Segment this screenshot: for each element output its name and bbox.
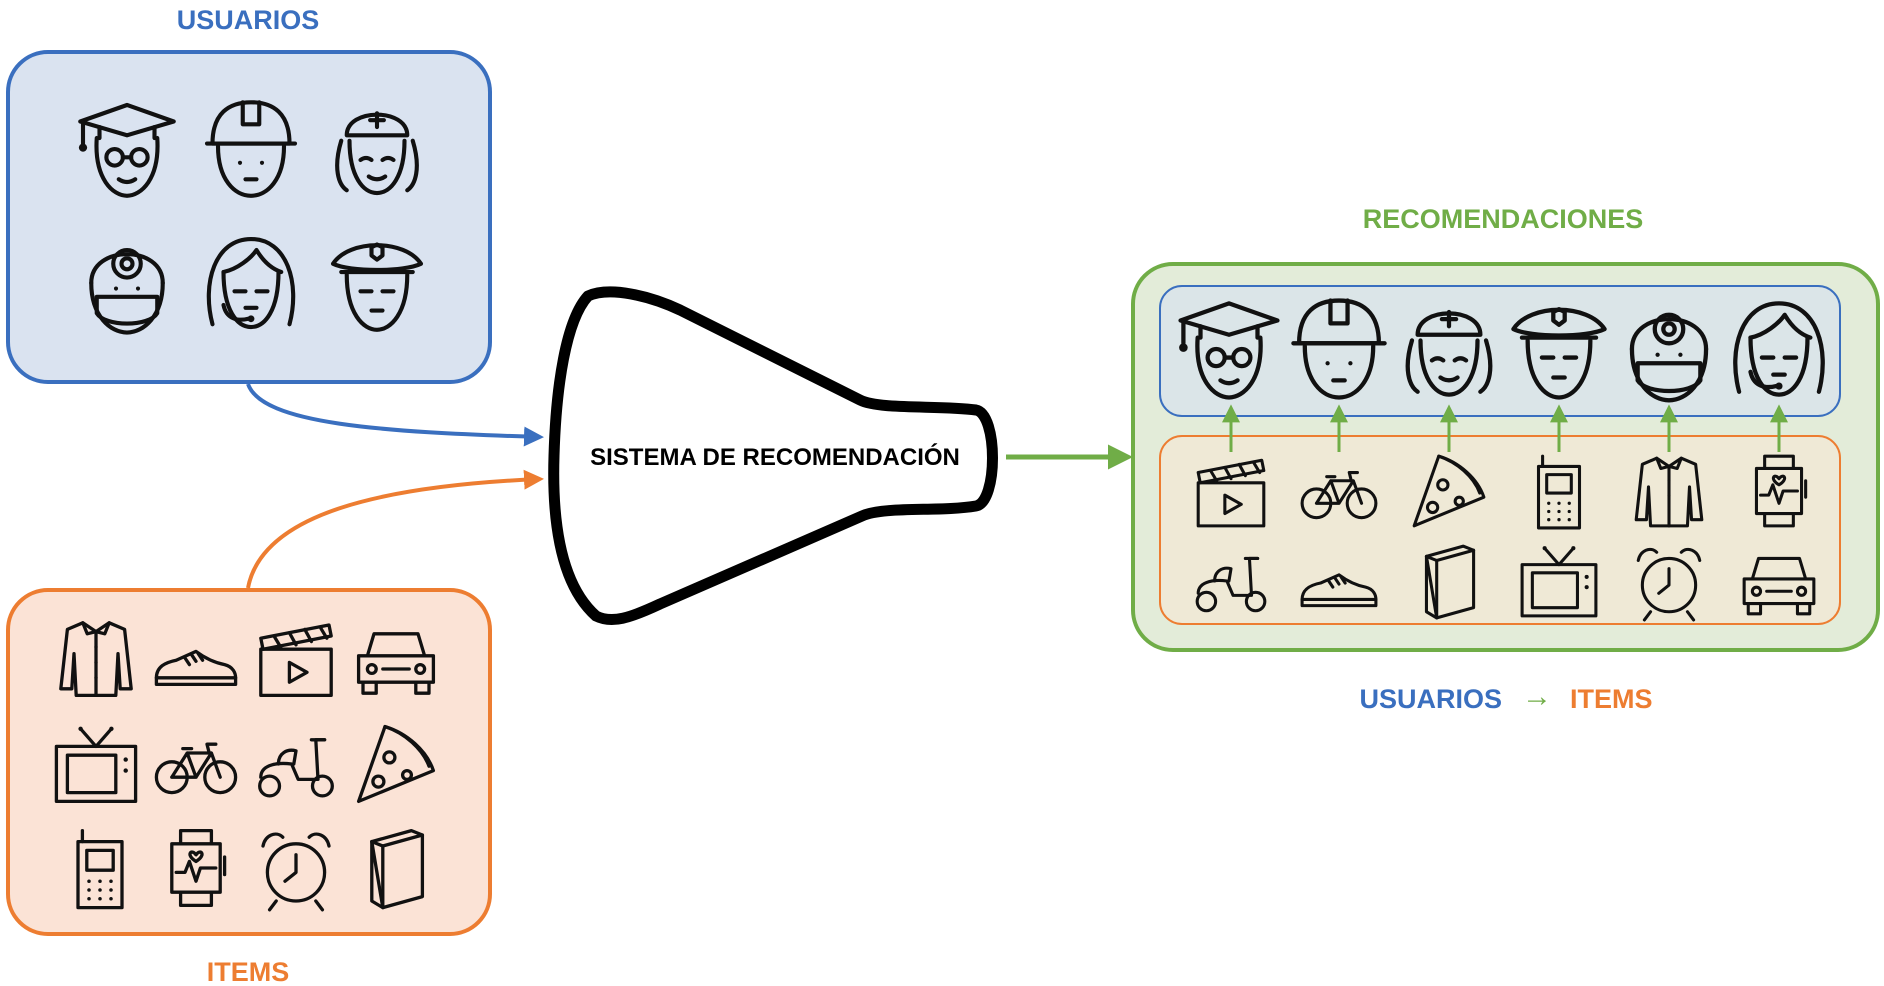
recommendation-funnel: [548, 286, 998, 626]
recomendaciones-title: RECOMENDACIONES: [1363, 204, 1644, 234]
users-to-system-arrow: [246, 383, 544, 447]
legend-usuarios: USUARIOS: [1359, 684, 1502, 714]
items-to-system-arrow: [246, 469, 544, 589]
items-box: [6, 588, 492, 936]
items-title: ITEMS: [207, 957, 290, 986]
legend-items: ITEMS: [1570, 684, 1653, 714]
usuarios-title: USUARIOS: [177, 5, 320, 35]
system-label: SISTEMA DE RECOMENDACIÓN: [590, 443, 960, 471]
item-to-user-arrows: [1222, 404, 1788, 452]
legend-arrow-icon: →: [1522, 680, 1552, 713]
